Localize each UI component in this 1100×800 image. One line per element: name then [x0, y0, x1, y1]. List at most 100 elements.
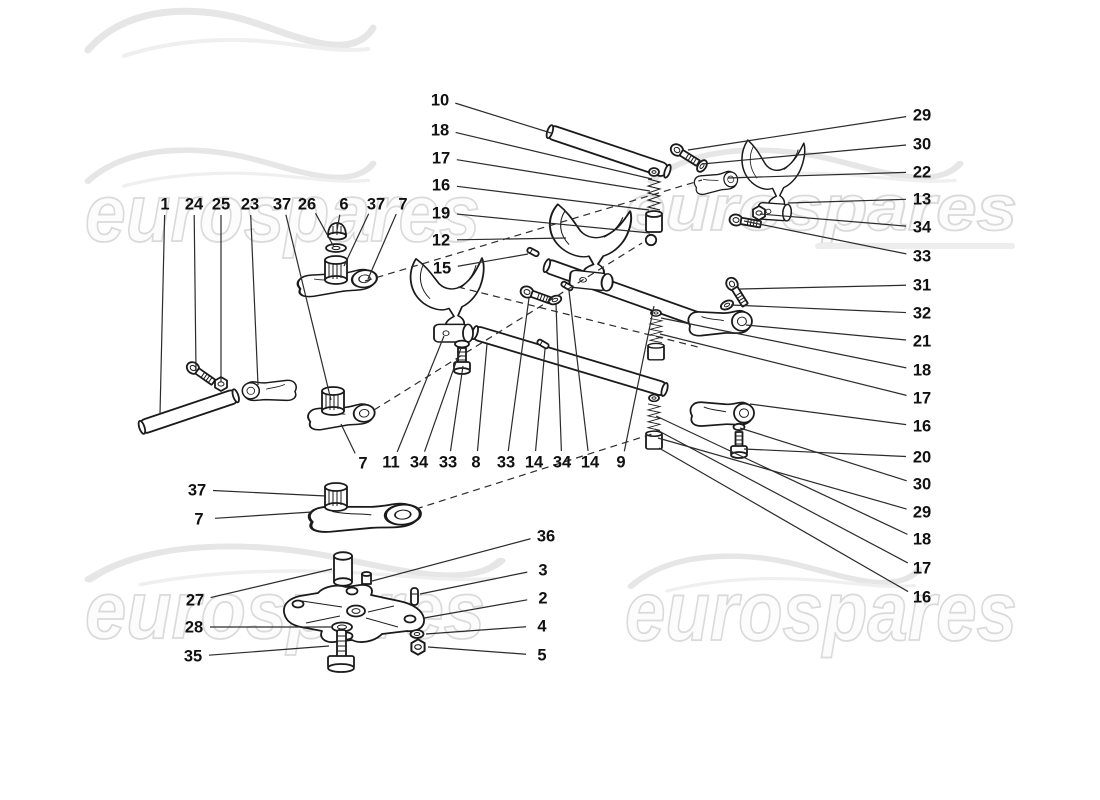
callout-leader-line: [285, 214, 332, 401]
part-number-callout: 12: [432, 232, 450, 250]
callout-leader-line: [555, 303, 562, 452]
selector-rod-10: [545, 124, 672, 179]
callout-leader-line: [654, 428, 909, 564]
callout-leader-line: [507, 297, 530, 452]
cap-nut-6: [327, 222, 347, 241]
stud-36: [361, 571, 372, 585]
detent-ball-19: [644, 233, 658, 247]
callout-leader-line: [159, 214, 166, 415]
callout-leader-line: [314, 213, 335, 248]
bolt-20: [730, 422, 748, 459]
callout-leader-line: [340, 423, 356, 454]
selector-rod-1: [137, 388, 240, 435]
callout-leader-line: [657, 437, 907, 510]
callout-leader-line: [455, 102, 552, 134]
part-number-callout: 8: [471, 454, 480, 472]
callout-leader-line: [659, 333, 907, 396]
callout-leader-line: [456, 185, 650, 211]
watermark-text: eurospares: [85, 168, 480, 259]
selector-rod-8: [470, 325, 669, 397]
part-number-callout: 7: [194, 511, 203, 529]
selector-rod-9: [542, 258, 707, 328]
callout-leader-line: [745, 324, 907, 341]
callout-leader-line: [568, 290, 589, 452]
callout-leader-line: [739, 427, 907, 482]
selector-lever-20-group: [689, 399, 756, 428]
watermark-tagline-bar: [815, 243, 1015, 249]
part-number-callout: 7: [398, 196, 407, 214]
part-number-callout: 34: [410, 454, 429, 472]
callout-leader-line: [787, 198, 907, 204]
detent-spring-plunger-bottom: [645, 393, 663, 450]
pin-15: [525, 246, 541, 258]
bolt-24: [183, 358, 218, 388]
part-number-callout: 18: [913, 531, 931, 549]
callout-leader-line: [456, 213, 651, 234]
part-number-callout: 7: [358, 455, 367, 473]
selector-lever-23: [241, 379, 297, 402]
callout-leader-line: [371, 538, 531, 582]
watermark-car-swoosh-icon: [88, 11, 373, 56]
callout-leader-line: [210, 568, 333, 599]
part-number-callout: 3: [538, 562, 547, 580]
callout-leader-line: [449, 365, 464, 452]
part-number-callout: 37: [273, 196, 291, 214]
callout-leader-line: [367, 213, 397, 280]
alignment-dashed-line: [415, 433, 653, 510]
watermark-layer: eurospares eurospares eurospares eurospa…: [84, 11, 1018, 659]
part-number-callout: 11: [382, 454, 399, 472]
knurled-bushing-37-bottom: [324, 482, 348, 512]
callout-leader-line: [749, 403, 907, 426]
part-number-callout: 17: [432, 150, 450, 168]
part-number-callout: 29: [913, 107, 931, 125]
part-number-callout: 18: [913, 362, 931, 380]
callout-leader-line: [208, 645, 330, 656]
callout-leader-line: [425, 626, 527, 635]
part-number-callout: 13: [913, 191, 931, 209]
part-number-callout: 16: [432, 177, 450, 195]
part-number-callout: 15: [433, 260, 451, 278]
watermark-text: eurospares: [625, 172, 1017, 244]
part-number-callout: 17: [913, 560, 931, 578]
callout-leader-line: [739, 284, 907, 290]
knurled-bushing-37-top: [324, 255, 348, 285]
callout-leader-line: [534, 348, 546, 452]
callout-leader-line: [759, 213, 907, 227]
callout-leader-line: [701, 144, 907, 165]
callout-leader-line: [212, 489, 327, 497]
part-number-callout: 32: [913, 305, 931, 323]
callout-leader-line: [193, 214, 197, 372]
part-number-callout: 21: [913, 333, 931, 351]
callout-leader-line: [727, 171, 907, 179]
pin-3: [410, 587, 419, 606]
part-number-callout: 27: [186, 592, 204, 610]
alignment-dashed-line: [457, 286, 699, 348]
part-number-callout: 5: [537, 647, 546, 665]
part-number-callout: 34: [913, 219, 932, 237]
part-number-callout: 33: [439, 454, 457, 472]
part-number-callout: 26: [298, 196, 316, 214]
callout-leader-line: [623, 305, 655, 452]
nut-34-right: [752, 205, 766, 221]
callout-leader-line: [419, 571, 528, 595]
callout-leader-line: [456, 237, 567, 241]
bolt-35: [327, 629, 355, 673]
callout-leader-line: [655, 415, 908, 535]
callout-leader-line: [743, 220, 907, 255]
mount-bracket-2: [283, 583, 425, 643]
part-number-callout: 24: [185, 196, 204, 214]
callout-leader-line: [250, 214, 259, 386]
part-number-callout: 30: [913, 476, 931, 494]
part-number-callout: 28: [185, 619, 203, 637]
part-number-callout: 35: [184, 648, 202, 666]
selector-lever-21: [686, 307, 754, 338]
part-number-callout: 30: [913, 136, 931, 154]
callout-leader-line: [660, 317, 907, 369]
spacer-27: [333, 551, 353, 587]
part-number-callout: 25: [212, 196, 230, 214]
part-number-callout: 33: [913, 248, 931, 266]
shift-fork-12: [542, 201, 634, 294]
callout-leader-line: [730, 304, 907, 314]
part-number-callout: 37: [367, 196, 385, 214]
